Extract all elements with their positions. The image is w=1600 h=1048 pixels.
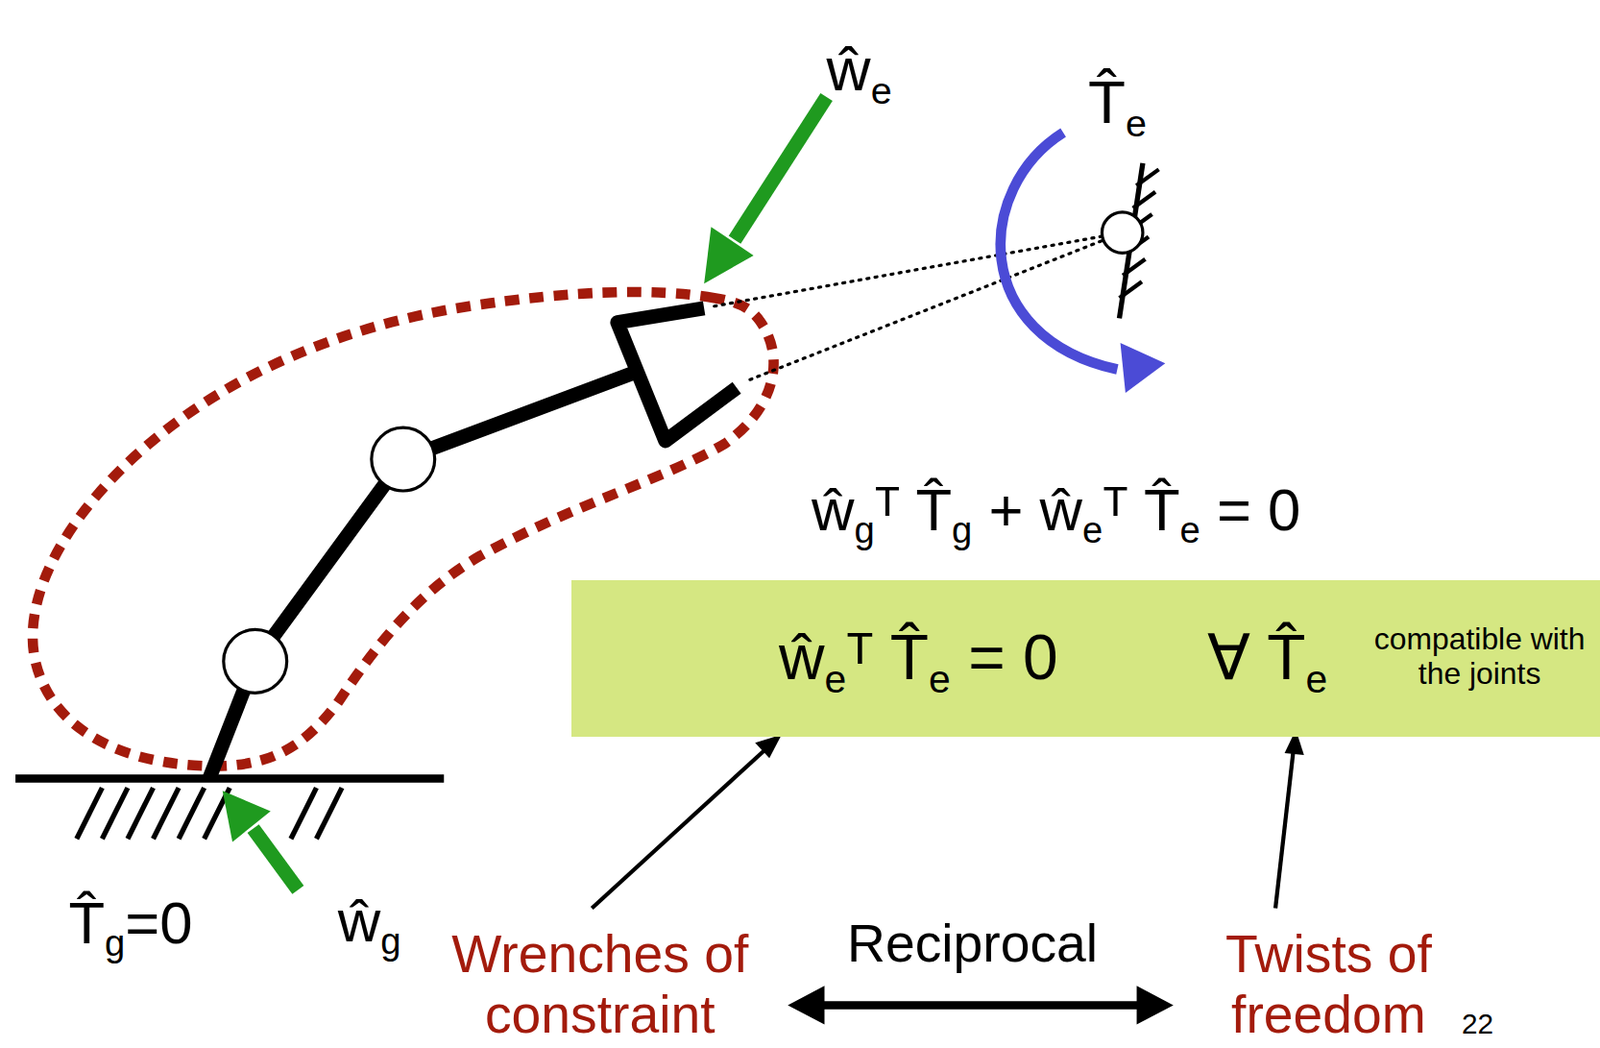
leader-arrowhead (754, 734, 782, 758)
hatch-stroke (315, 787, 342, 839)
hatch-stroke (1119, 281, 1142, 298)
revolute-joint (223, 629, 288, 693)
wrench-arrow (734, 96, 827, 241)
hatch-stroke (1122, 259, 1145, 276)
hatch-stroke (178, 787, 205, 839)
projection-line (714, 232, 1123, 306)
twist-arrow (1000, 132, 1118, 369)
term-label: Wrenches of constraint (411, 923, 789, 1046)
page-number: 22 (1461, 1007, 1494, 1041)
twist-label: T̂g=0 (68, 889, 193, 958)
hatch-stroke (101, 787, 128, 839)
hatch-stroke (1133, 192, 1156, 209)
wrench-arrow (253, 828, 299, 891)
note-text: compatible with the joints (1364, 621, 1595, 692)
hatch-stroke (152, 787, 179, 839)
twist-label: T̂e (1088, 67, 1147, 138)
projection-line (750, 232, 1123, 380)
highlight-band: ŵeᵀ T̂e = 0 ∀ T̂e compatible with the join… (571, 580, 1600, 738)
hatch-stroke (127, 787, 154, 839)
wrench-label: ŵg (338, 887, 402, 956)
leader-line (591, 744, 771, 908)
wrench-arrowhead (703, 226, 754, 284)
term-label: Twists of freedom (1186, 923, 1473, 1046)
wrench-arrowhead (222, 790, 271, 842)
relation-label: Reciprocal (847, 913, 1098, 975)
reciprocity-equation: ŵeᵀ T̂e = 0 (778, 621, 1059, 695)
hatch-stroke (290, 787, 317, 839)
hatch-stroke (1136, 169, 1159, 186)
quantifier: ∀ T̂e (1207, 621, 1328, 695)
revolute-joint (371, 427, 436, 491)
reciprocal-arrow (816, 1000, 1145, 1009)
hatch-stroke (76, 787, 103, 839)
ground-hatching (76, 787, 342, 839)
leader-line (1275, 747, 1294, 909)
gripper (617, 308, 737, 441)
reciprocal-arrowhead (787, 985, 825, 1024)
ground-line (15, 774, 444, 782)
reciprocal-arrowhead (1137, 985, 1174, 1024)
wrench-label: ŵe (826, 34, 893, 105)
pivot-joint (1101, 212, 1142, 253)
equation: ŵgᵀ T̂g + ŵeᵀ T̂e = 0 (811, 476, 1301, 545)
twist-arrowhead (1120, 342, 1166, 393)
